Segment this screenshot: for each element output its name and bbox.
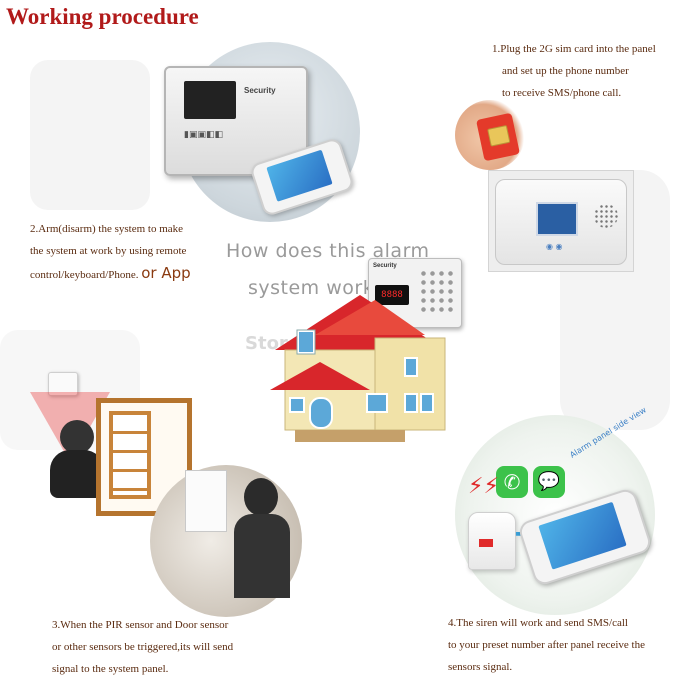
keypad-buttons — [419, 269, 453, 315]
alarm-panel-back: ◉ ◉ — [488, 170, 634, 272]
page-title: Working procedure — [6, 4, 199, 29]
step2-line-with-app: control/keyboard/Phone. or App — [30, 262, 191, 286]
panel-brand-label: Security — [244, 86, 276, 95]
step3-line: signal to the system panel. — [52, 663, 169, 675]
message-icon: 💬 — [533, 466, 565, 498]
step4-line: sensors signal. — [448, 661, 513, 673]
step1-line: and set up the phone number — [502, 65, 629, 77]
siren-device — [468, 512, 516, 570]
center-question-line1: How does this alarm — [226, 240, 430, 262]
step1-line: 1.Plug the 2G sim card into the panel — [492, 43, 656, 55]
step4-line: to your preset number after panel receiv… — [448, 639, 645, 651]
step3-line: 3.When the PIR sensor and Door sensor — [52, 619, 229, 631]
step2-line: control/keyboard/Phone. — [30, 269, 139, 281]
door-sensor — [185, 470, 227, 532]
step1-text: 1.Plug the 2G sim card into the panel an… — [492, 38, 656, 104]
intruder-figure — [40, 420, 110, 500]
siren-alert-icon: ⚡⚡ — [468, 474, 499, 499]
keypad-brand-label: Security — [373, 263, 397, 269]
house-illustration — [270, 295, 446, 442]
keypad-display: 8888 — [375, 285, 409, 305]
step2-line: 2.Arm(disarm) the system to make — [30, 223, 184, 235]
burglar-figure — [232, 478, 292, 598]
step3-line: or other sensors be triggered,its will s… — [52, 641, 234, 653]
step2-text: 2.Arm(disarm) the system to make the sys… — [30, 218, 191, 286]
background-shape — [30, 60, 150, 210]
step2-line: the system at work by using remote — [30, 245, 187, 257]
step3-text: 3.When the PIR sensor and Door sensor or… — [52, 614, 233, 680]
pir-sensor — [48, 372, 78, 396]
step4-text: 4.The siren will work and send SMS/call … — [448, 612, 645, 678]
call-icon: ✆ — [496, 466, 528, 498]
step1-line: to receive SMS/phone call. — [502, 87, 622, 99]
step4-line: 4.The siren will work and send SMS/call — [448, 617, 628, 629]
panel-status-icons: ▮▣▣◧◧ — [184, 130, 223, 140]
center-question-line2: system work? — [248, 277, 385, 299]
step2-app-label: or App — [141, 264, 191, 282]
speaker-grille — [594, 204, 618, 228]
panel-ports-icons: ◉ ◉ — [546, 242, 563, 251]
